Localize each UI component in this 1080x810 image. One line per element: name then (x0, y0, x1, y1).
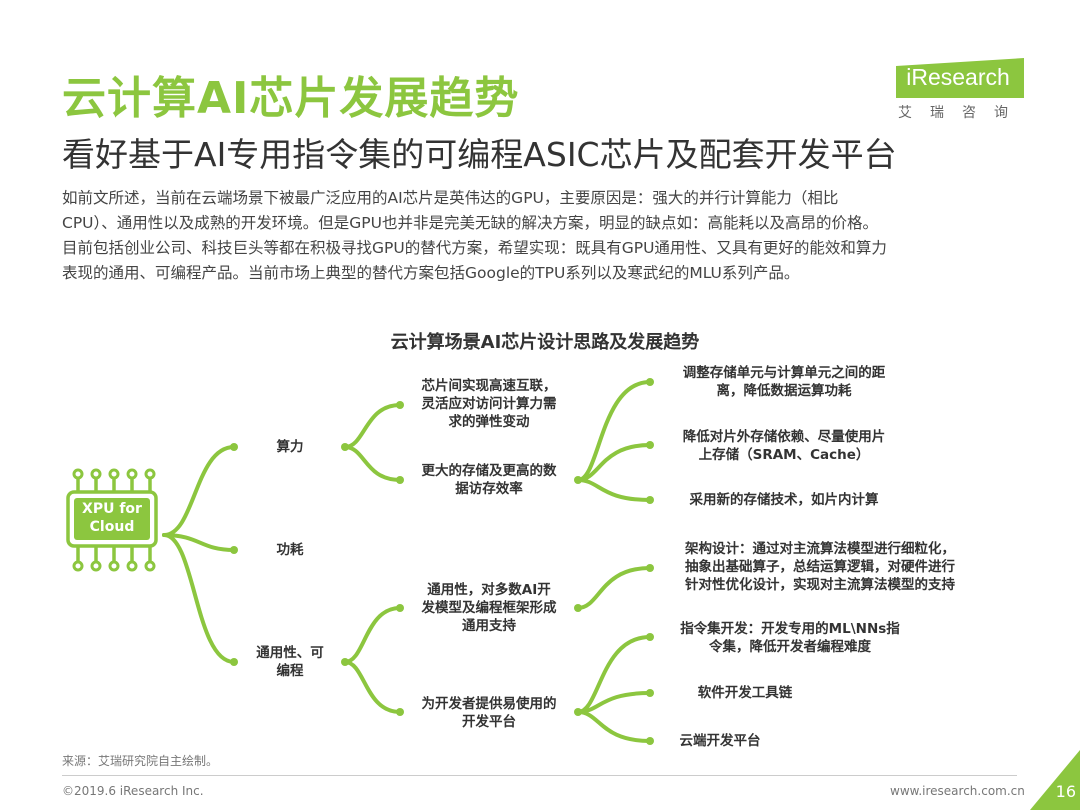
link-general-generality (343, 606, 402, 664)
link-root-compute (162, 445, 236, 537)
node-storage: 更大的存储及更高的数 据访存效率 (406, 462, 572, 498)
node-label: 降低对片外存储依赖、尽量使用片 (682, 429, 886, 445)
node-dot (341, 658, 349, 666)
logo-name: iResearch (906, 64, 1010, 90)
node-label: 更大的存储及更高的数 (421, 463, 557, 479)
node-dot (646, 633, 654, 641)
node-dot (574, 476, 582, 484)
link-generality-arch (576, 566, 652, 610)
iresearch-logo: iResearch 艾瑞咨询 (890, 58, 1026, 124)
node-cloudplatform: 云端开发平台 (660, 732, 780, 750)
node-dot (646, 737, 654, 745)
node-platform: 为开发者提供易使用的 开发平台 (406, 695, 572, 731)
website-link[interactable]: www.iresearch.com.cn (890, 784, 1025, 798)
intro-line: 表现的通用、可编程产品。当前市场上典型的替代方案包括Google的TPU系列以及… (62, 264, 800, 282)
node-label: 通用支持 (462, 618, 516, 634)
node-label: 云端开发平台 (679, 733, 761, 749)
diagram-title: 云计算场景AI芯片设计思路及发展趋势 (390, 332, 700, 353)
node-dot (574, 604, 582, 612)
intro-paragraph: 如前文所述，当前在云端场景下被最广泛应用的AI芯片是英伟达的GPU，主要原因是：… (62, 186, 1032, 286)
root-node-line: Cloud (89, 519, 135, 535)
node-arch: 架构设计：通过对主流算法模型进行细粒化， 抽象出基础算子，总结运算逻辑，对硬件进… (660, 540, 980, 594)
node-label: 抽象出基础算子，总结运算逻辑，对硬件进行 (685, 559, 955, 575)
node-dot (341, 443, 349, 451)
node-label: 算力 (276, 439, 304, 455)
page-subtitle: 看好基于AI专用指令集的可编程ASIC芯片及配套开发平台 (62, 135, 897, 174)
intro-line: 如前文所述，当前在云端场景下被最广泛应用的AI芯片是英伟达的GPU，主要原因是：… (62, 189, 839, 207)
node-generality: 通用性，对多数AI开 发模型及编程框架形成 通用支持 (406, 581, 572, 635)
node-label: 调整存储单元与计算单元之间的距 (682, 365, 886, 381)
node-dot (646, 496, 654, 504)
node-label: 功耗 (276, 542, 304, 558)
node-compute: 算力 (250, 438, 330, 456)
node-label: 据访存效率 (455, 481, 523, 497)
node-label: 灵活应对访问计算力需 (421, 396, 557, 412)
node-interconnect: 芯片间实现高速互联， 灵活应对访问计算力需 求的弹性变动 (406, 377, 572, 431)
node-label: 通用性、可 (256, 645, 324, 661)
node-label: 求的弹性变动 (448, 414, 530, 430)
footer-divider (62, 775, 1017, 776)
link-storage-onchip (576, 443, 652, 482)
link-platform-cloud (576, 710, 652, 743)
node-label: 芯片间实现高速互联， (421, 378, 557, 394)
node-dot (646, 564, 654, 572)
node-label: 针对性优化设计，实现对主流算法模型的支持 (685, 577, 955, 593)
link-compute-interconnect (343, 403, 402, 449)
node-label: 开发平台 (462, 714, 516, 730)
node-label: 为开发者提供易使用的 (421, 696, 557, 712)
node-dot (230, 546, 238, 554)
root-node: XPU for Cloud (74, 500, 150, 536)
link-compute-storage (343, 445, 402, 482)
node-label: 发模型及编程框架形成 (421, 600, 557, 616)
node-dot (646, 689, 654, 697)
node-power: 功耗 (250, 541, 330, 559)
node-dot (396, 604, 404, 612)
node-label: 离，降低数据运算功耗 (716, 383, 852, 399)
source-note: 来源：艾瑞研究院自主绘制。 (62, 754, 219, 768)
intro-line: CPU）、通用性以及成熟的开发环境。但是GPU也并非是完美无缺的解决方案，明显的… (62, 214, 878, 232)
link-general-platform (343, 660, 402, 714)
node-onchip: 降低对片外存储依赖、尽量使用片 上存储（SRAM、Cache） (660, 428, 908, 464)
node-dot (646, 441, 654, 449)
node-label: 软件开发工具链 (697, 685, 793, 701)
node-dot (230, 443, 238, 451)
node-isa: 指令集开发：开发专用的ML\NNs指 令集，降低开发者编程难度 (660, 620, 920, 656)
node-label: 采用新的存储技术，如片内计算 (689, 492, 879, 508)
node-dot (230, 658, 238, 666)
node-label: 上存储（SRAM、Cache） (698, 447, 870, 463)
node-dot (396, 401, 404, 409)
link-storage-distance (576, 380, 652, 482)
intro-line: 目前包括创业公司、科技巨头等都在积极寻找GPU的替代方案，希望实现：既具有GPU… (62, 239, 887, 257)
node-newtech: 采用新的存储技术，如片内计算 (660, 491, 908, 509)
link-storage-newtech (576, 478, 652, 502)
logo-tagline: 艾瑞咨询 (898, 105, 1026, 121)
node-dot (396, 708, 404, 716)
node-label: 架构设计：通过对主流算法模型进行细粒化， (685, 541, 955, 557)
node-label: 通用性，对多数AI开 (427, 582, 551, 598)
node-label: 令集，降低开发者编程难度 (709, 639, 871, 655)
node-dot (574, 708, 582, 716)
chip-icon (66, 468, 158, 572)
link-platform-isa (576, 635, 652, 714)
node-label: 指令集开发：开发专用的ML\NNs指 (680, 621, 900, 637)
page-title: 云计算AI芯片发展趋势 (62, 73, 520, 124)
copyright: ©2019.6 iResearch Inc. (62, 784, 204, 798)
node-dot (396, 476, 404, 484)
node-general: 通用性、可 编程 (244, 644, 336, 680)
node-toolchain: 软件开发工具链 (660, 684, 830, 702)
node-label: 编程 (276, 663, 304, 679)
root-node-line: XPU for (82, 501, 142, 517)
node-distance: 调整存储单元与计算单元之间的距 离，降低数据运算功耗 (660, 364, 908, 400)
link-root-general (162, 533, 236, 664)
node-dot (646, 378, 654, 386)
link-root-power (162, 533, 236, 552)
page-number: 16 (1055, 782, 1076, 801)
